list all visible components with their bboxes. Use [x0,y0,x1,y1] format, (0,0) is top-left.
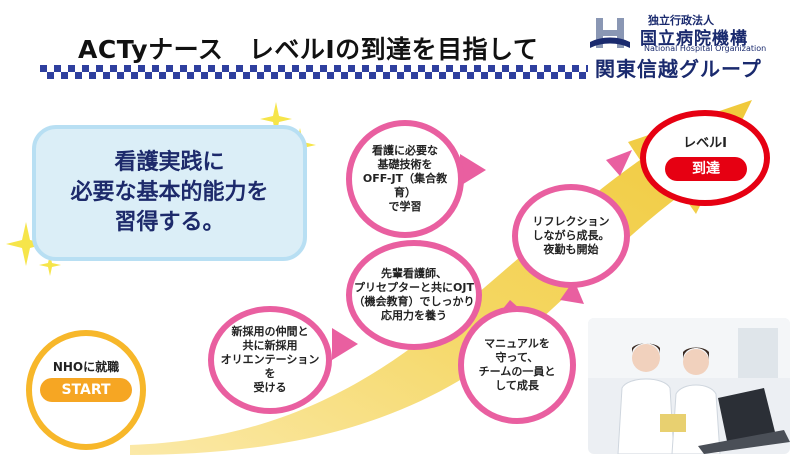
step-ojt: 先輩看護師、 プリセプターと共にOJT （機会教育）でしっかり 応用力を養う [346,240,482,350]
nho-logo-icon [590,18,630,48]
step-manual: マニュアルを 守って、 チームの一員と して成長 [458,306,576,424]
step-reflection: リフレクション しながら成長。 夜勤も開始 [512,184,630,288]
page-title: ACTyナース レベルⅠの到達を目指して [78,35,539,64]
goal-description-box: 看護実践に 必要な基本的能力を 習得する。 [32,125,307,261]
pointer-icon [606,150,632,176]
pointer-icon [460,154,486,186]
org-type: 独立行政法人 [648,14,714,27]
pointer-icon [560,280,584,304]
checker-divider [40,65,588,79]
start-label: NHOに就職 [52,360,120,374]
org-english-name: National Hospital Organization [644,44,767,53]
sparkle-icon [6,222,61,276]
goal-level-label: レベルⅠ [683,136,727,151]
pointer-icon [332,328,358,360]
goal-badge: 到達 [665,157,747,181]
org-name: 国立病院機構 [640,29,748,49]
start-badge: START [40,378,132,402]
step-orientation: 新採用の仲間と 共に新採用 オリエンテーション を 受ける [208,306,332,414]
goal-description-text: 看護実践に 必要な基本的能力を 習得する。 [70,150,269,235]
step-offjt: 看護に必要な 基礎技術を OFF-JT（集合教育） で学習 [346,120,464,238]
org-group: 関東信越グループ [595,57,762,81]
nurses-photo [588,318,790,454]
